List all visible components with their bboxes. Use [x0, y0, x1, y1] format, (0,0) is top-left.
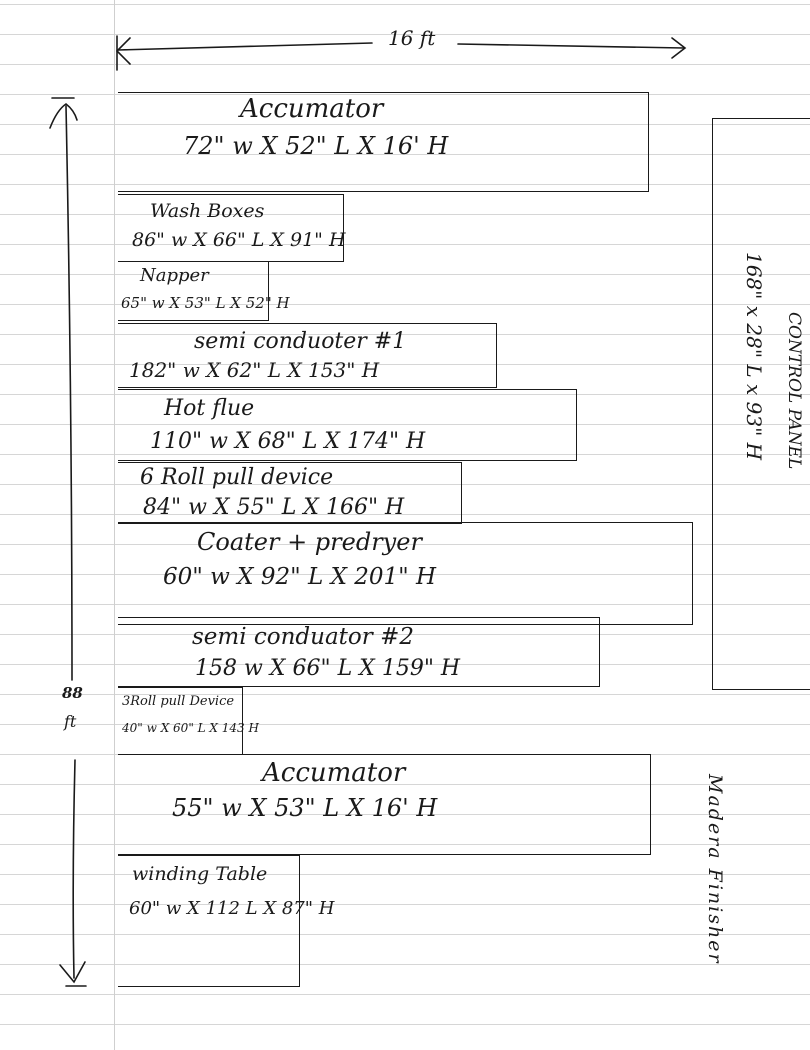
width-arrow-right-line — [457, 43, 685, 49]
box-coater-predryer — [118, 522, 693, 625]
component-dims: 60" w X 112 L X 87" H — [129, 898, 335, 919]
component-name: Wash Boxes — [150, 200, 265, 222]
component-dims: 72" w X 52" L X 16' H — [183, 132, 449, 160]
component-dims: 55" w X 53" L X 16' H — [172, 794, 438, 822]
component-name: semi conduator #2 — [192, 624, 414, 650]
component-dims: 65" w X 53" L X 52" H — [121, 294, 290, 312]
box-accumator-2 — [118, 754, 651, 855]
control-panel-dims: 168" x 28" L x 93" H — [742, 252, 766, 461]
component-dims: 60" w X 92" L X 201" H — [163, 564, 437, 590]
box-semi-conduator-2 — [118, 617, 600, 687]
component-dims: 84" w X 55" L X 166" H — [143, 495, 405, 520]
component-name: 3Roll pull Device — [122, 694, 235, 709]
component-dims: 110" w X 68" L X 174" H — [150, 429, 426, 454]
control-panel-title: CONTROL PANEL — [784, 312, 804, 470]
component-name: winding Table — [132, 863, 268, 885]
component-name: Napper — [140, 265, 209, 286]
machine-label: Madera Finisher — [704, 774, 726, 965]
paper-margin-line — [114, 0, 115, 1050]
component-dims: 86" w X 66" L X 91" H — [132, 229, 346, 251]
length-label-bottom: ft — [64, 712, 77, 731]
component-name: 6 Roll pull device — [140, 465, 334, 490]
box-accumator-1 — [118, 92, 649, 192]
width-arrow-left-line — [117, 42, 373, 51]
width-arrow-left-head — [115, 37, 131, 65]
length-arrow-line-top — [65, 105, 73, 681]
box-control-panel — [712, 118, 810, 690]
length-arrow-top-head — [49, 103, 78, 129]
length-arrow-line-bottom — [72, 759, 76, 979]
component-name: Accumator — [240, 94, 384, 124]
component-dims: 182" w X 62" L X 153" H — [129, 358, 380, 382]
box-semi-conduoter-1 — [118, 323, 497, 388]
length-label-top: 88 — [62, 684, 83, 702]
box-6-roll-pull-device — [118, 462, 462, 524]
component-name: Coater + predryer — [197, 528, 422, 556]
component-name: Accumator — [262, 758, 406, 788]
box-napper — [118, 261, 269, 321]
box-winding-table — [118, 855, 300, 987]
component-name: Hot flue — [164, 396, 255, 421]
length-arrow-bottom-head — [59, 961, 86, 984]
component-name: semi conduoter #1 — [194, 329, 407, 354]
component-dims: 40" w X 60" L X 143 H — [122, 721, 259, 735]
component-dims: 158 w X 66" L X 159" H — [195, 656, 461, 681]
box-hot-flue — [118, 389, 577, 461]
width-label: 16 ft — [388, 26, 436, 50]
width-arrow-right-head — [671, 37, 687, 59]
